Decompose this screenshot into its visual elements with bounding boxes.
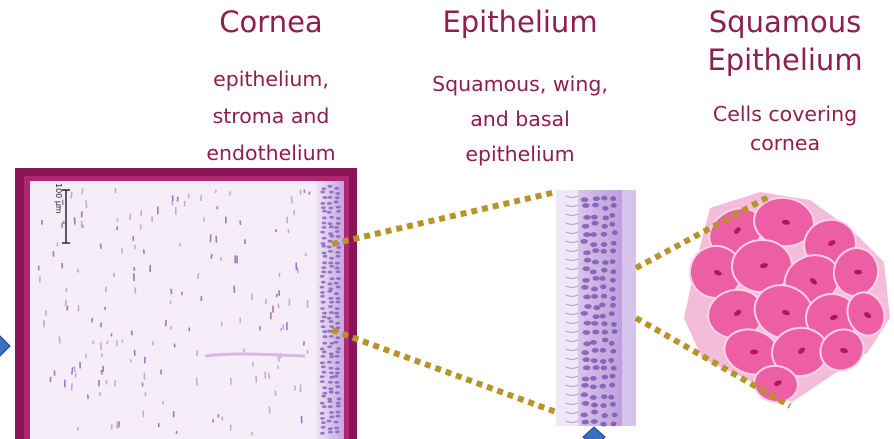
connector-cornea-top xyxy=(332,192,556,244)
epithelium-micrograph xyxy=(556,190,636,427)
cornea-micrograph: 100 μm xyxy=(15,168,357,439)
nav-marker-bottom-icon[interactable] xyxy=(583,427,605,439)
nav-marker-left-icon[interactable] xyxy=(0,336,10,356)
connector-cornea-bottom xyxy=(332,330,556,412)
scale-bar-label: 100 μm xyxy=(54,183,63,214)
